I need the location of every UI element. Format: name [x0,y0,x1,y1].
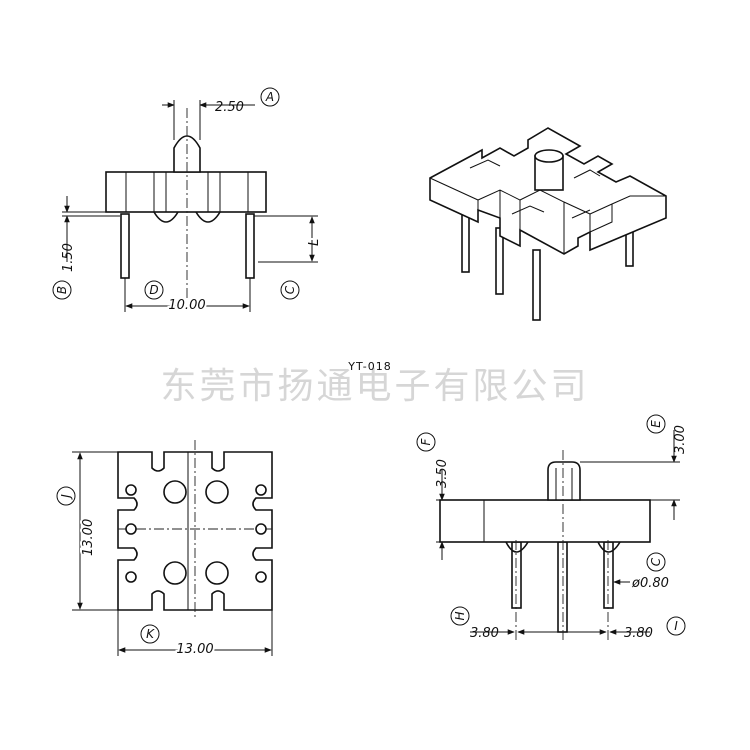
dim-top-height: 13.00 [81,519,96,556]
front-pin-right [245,213,255,279]
company-watermark: 东莞市扬通电子有限公司 [160,366,589,407]
dim-side-body: 3.50 [435,459,450,488]
dim-pin-spacing: 10.00 [168,298,205,313]
ref-label-j: J [59,494,73,500]
ref-label-k: K [146,627,155,641]
side-view: 3.50 F 3.00 E ø0.80 C 3.80 3.80 H I [416,414,688,641]
front-body [105,171,267,213]
ref-label-i: I [674,619,678,633]
ref-label-b: B [55,286,69,294]
front-pin-left [120,213,130,279]
isometric-view [429,127,667,321]
ref-label-d: D [149,283,158,297]
ref-label-c: C [283,285,297,294]
ref-label-c2: C [649,557,663,566]
iso-body [429,127,667,255]
front-view: 2.50 A 1.50 B L C 10.00 D [52,87,322,315]
dim-standoff: 1.50 [61,243,76,272]
part-title: YT-018 [347,360,391,373]
side-body [439,499,651,543]
ref-label-e: E [649,420,663,428]
dim-post-width: 2.50 [215,100,244,115]
dim-pin-diameter: ø0.80 [631,576,669,591]
top-view: 13.00 J 13.00 K [56,440,273,659]
dim-pin-length: L [307,239,322,246]
dim-top-width: 13.00 [176,642,213,657]
dim-side-post: 3.00 [673,425,688,454]
dim-pitch-left: 3.80 [470,626,499,641]
ref-label-a: A [265,90,274,104]
dim-pitch-right: 3.80 [624,626,653,641]
ref-label-h: H [453,611,467,620]
ref-label-f: F [419,437,433,445]
side-post [547,461,581,501]
